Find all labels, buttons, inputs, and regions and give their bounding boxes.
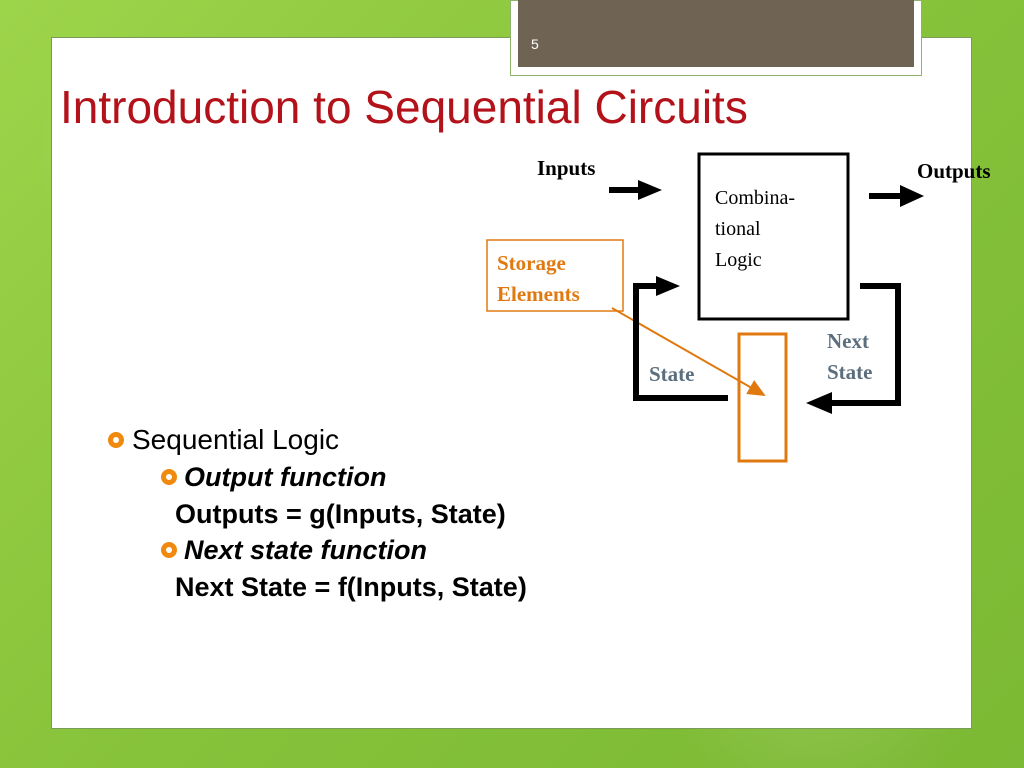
inputs-label: Inputs [537,156,596,180]
slide-number: 5 [531,36,539,52]
storage-elements-label: Storage Elements [497,251,580,306]
output-function-formula: Outputs = g(Inputs, State) [175,499,506,529]
next-state-function-formula: Next State = f(Inputs, State) [175,572,527,602]
bullet-icon [108,432,124,448]
slide-number-panel [518,0,914,67]
bullet-sequential-logic: Sequential Logic [132,424,340,455]
state-label: State [649,362,695,386]
next-state-label: Next State [827,329,873,384]
bullet-icon [161,542,177,558]
bullet-output-function: Output function [184,462,387,492]
combinational-logic-label: Combina- tional Logic [715,187,795,271]
bullet-icon [161,469,177,485]
slide-canvas [51,37,972,729]
bullet-next-state-function: Next state function [184,535,428,565]
outputs-label: Outputs [917,159,991,183]
slide-title: Introduction to Sequential Circuits [60,81,748,133]
